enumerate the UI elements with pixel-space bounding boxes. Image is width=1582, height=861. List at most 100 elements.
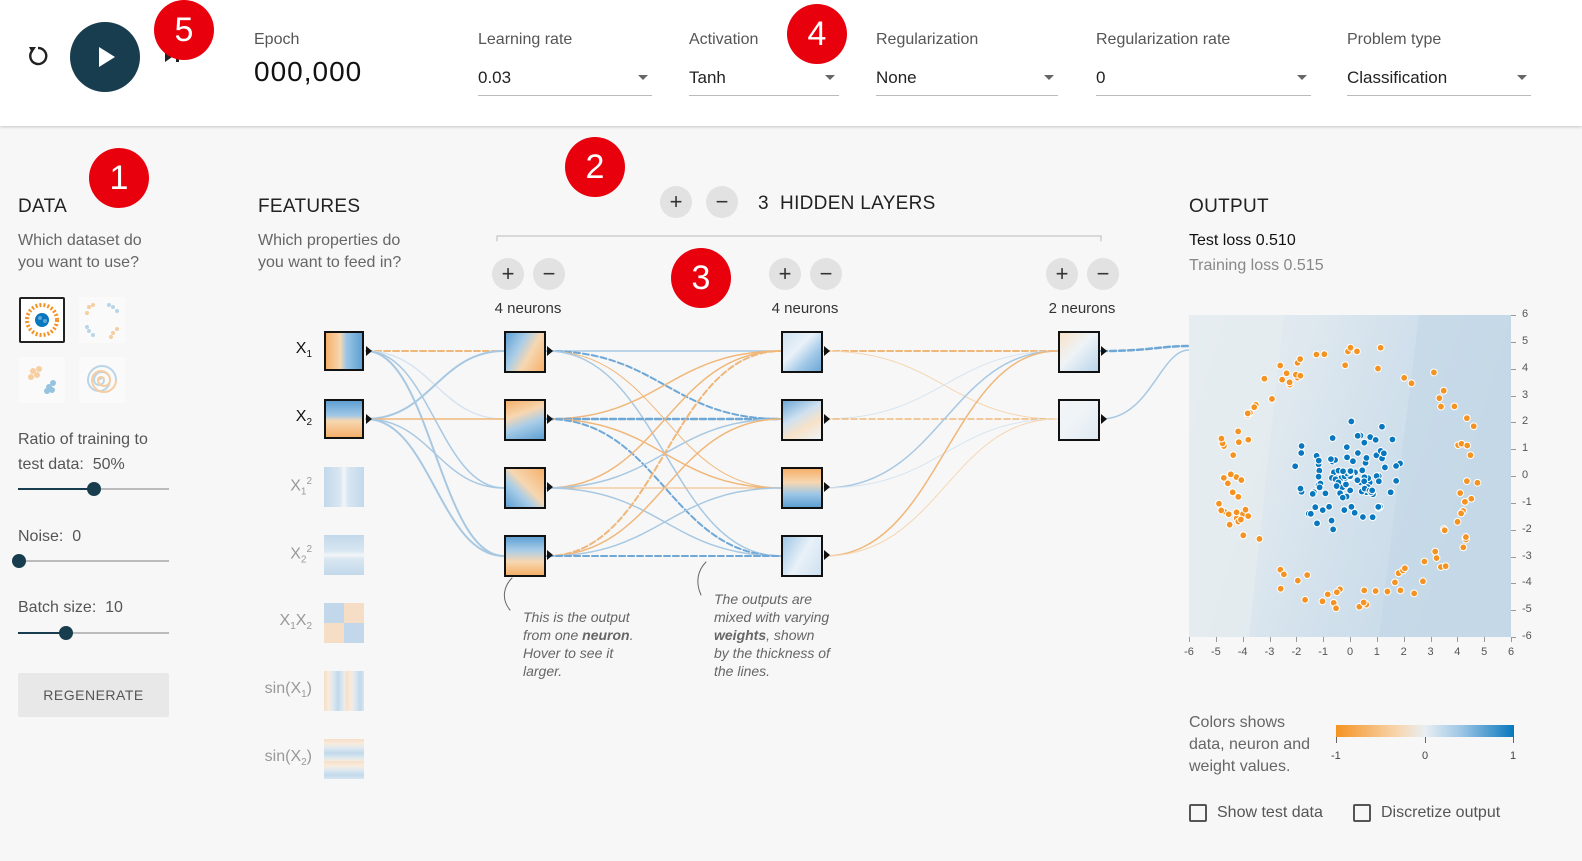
data-point-orange <box>1276 584 1285 593</box>
feature-sin-x2[interactable] <box>324 739 364 779</box>
data-point-blue <box>1360 438 1369 447</box>
neuron[interactable] <box>781 331 823 373</box>
neuron[interactable] <box>504 467 546 509</box>
y-tick-label: -6 <box>1522 630 1532 642</box>
annotation-line: This is the output <box>523 609 630 625</box>
batch-slider-fill <box>18 632 66 634</box>
data-point-blue <box>1346 467 1355 475</box>
dataset-gaussian[interactable] <box>19 357 65 403</box>
ratio-slider-knob[interactable] <box>87 482 101 496</box>
output-plot[interactable] <box>1189 315 1511 637</box>
plus-icon: + <box>669 189 683 214</box>
y-tick-label: -3 <box>1522 549 1532 562</box>
legend-line: data, neuron and <box>1189 736 1310 753</box>
remove-neuron-button-layer2[interactable]: − <box>810 258 842 290</box>
play-button[interactable] <box>70 22 140 92</box>
remove-neuron-button-layer3[interactable]: − <box>1087 258 1119 290</box>
batch-slider-knob[interactable] <box>59 626 73 640</box>
arrow-icon <box>547 550 553 560</box>
data-point-orange <box>1374 364 1382 373</box>
activation-select[interactable]: Tanh <box>689 64 839 96</box>
dataset-spiral[interactable] <box>79 357 125 403</box>
data-point-orange <box>1432 554 1441 562</box>
noise-slider-knob[interactable] <box>12 554 26 568</box>
hidden-layers-count: 3 <box>758 193 769 214</box>
chevron-down-icon <box>1517 75 1527 80</box>
color-scale-bar <box>1336 725 1514 737</box>
regularization-select[interactable]: None <box>876 64 1058 96</box>
learning-rate-label: Learning rate <box>478 31 573 48</box>
annotation-text: . <box>629 627 634 643</box>
feature-label-sin-x1: sin(X1) <box>264 680 312 701</box>
data-subtext-2: you want to use? <box>18 254 139 271</box>
color-legend-text: Colors shows data, neuron and weight val… <box>1189 712 1329 778</box>
checkbox-icon[interactable] <box>1353 804 1371 822</box>
arrow-icon <box>1101 346 1107 356</box>
remove-neuron-button-layer1[interactable]: − <box>533 258 565 290</box>
neuron-count-layer2: 4 neurons <box>771 300 839 317</box>
data-point-orange <box>1391 578 1399 587</box>
data-point-orange <box>1383 587 1392 596</box>
add-layer-button[interactable]: + <box>660 186 692 218</box>
regularization-rate-label: Regularization rate <box>1096 31 1231 48</box>
neuron[interactable] <box>781 467 823 509</box>
data-point-orange <box>1226 470 1235 479</box>
data-point-blue <box>1314 472 1323 481</box>
scale-tick <box>1513 737 1514 743</box>
y-tick-mark <box>1511 583 1516 585</box>
data-point-blue <box>1308 489 1317 498</box>
neuron[interactable] <box>781 399 823 441</box>
data-point-orange <box>1453 517 1462 526</box>
x-tick-label: -5 <box>1210 646 1221 658</box>
feature-x2-squared[interactable] <box>324 535 364 575</box>
data-point-orange <box>1278 375 1287 384</box>
add-neuron-button-layer1[interactable]: + <box>492 258 524 290</box>
features-heading: FEATURES <box>258 196 361 217</box>
feature-x1-squared[interactable] <box>324 467 364 507</box>
remove-layer-button[interactable]: − <box>706 186 738 218</box>
minus-icon: − <box>819 261 833 286</box>
dataset-xor[interactable] <box>79 297 125 343</box>
reset-icon[interactable] <box>24 42 52 70</box>
add-neuron-button-layer2[interactable]: + <box>769 258 801 290</box>
neuron[interactable] <box>504 399 546 441</box>
x-tick-mark <box>1242 637 1244 642</box>
play-icon <box>99 47 115 67</box>
neuron[interactable] <box>504 535 546 577</box>
feature-x2[interactable] <box>324 399 364 439</box>
data-point-orange <box>1285 378 1294 387</box>
data-point-orange <box>1396 586 1405 595</box>
feature-x1[interactable] <box>324 331 364 371</box>
data-point-orange <box>1223 479 1232 488</box>
data-point-orange <box>1239 531 1248 540</box>
problem-type-select[interactable]: Classification <box>1347 64 1531 96</box>
data-point-orange <box>1217 434 1226 443</box>
neuron[interactable] <box>1058 331 1100 373</box>
legend-line: Colors shows <box>1189 714 1286 731</box>
feature-sin-x1[interactable] <box>324 671 364 711</box>
discretize-output-label: Discretize output <box>1381 804 1501 821</box>
neuron[interactable] <box>781 535 823 577</box>
regenerate-button[interactable]: REGENERATE <box>18 673 169 717</box>
data-point-orange <box>1439 386 1448 395</box>
checkbox-icon[interactable] <box>1189 804 1207 822</box>
plus-icon: + <box>501 261 515 286</box>
feature-x1x2[interactable] <box>324 603 364 643</box>
learning-rate-select[interactable]: 0.03 <box>478 64 652 96</box>
scale-tick <box>1336 737 1337 743</box>
dataset-circle[interactable] <box>19 297 65 343</box>
data-point-orange <box>1400 564 1409 573</box>
show-test-data-checkbox[interactable]: Show test data <box>1189 804 1323 822</box>
add-neuron-button-layer3[interactable]: + <box>1046 258 1078 290</box>
neuron[interactable] <box>1058 399 1100 441</box>
regularization-rate-select[interactable]: 0 <box>1096 64 1311 96</box>
neuron[interactable] <box>504 331 546 373</box>
data-point-orange <box>1219 473 1228 482</box>
batch-slider-track[interactable] <box>18 632 169 634</box>
discretize-output-checkbox[interactable]: Discretize output <box>1353 804 1500 822</box>
y-tick-label: 4 <box>1522 361 1529 374</box>
noise-slider-track[interactable] <box>18 560 169 562</box>
data-point-orange <box>1234 427 1243 436</box>
data-point-orange <box>1461 533 1470 541</box>
epoch-label: Epoch <box>254 31 300 48</box>
